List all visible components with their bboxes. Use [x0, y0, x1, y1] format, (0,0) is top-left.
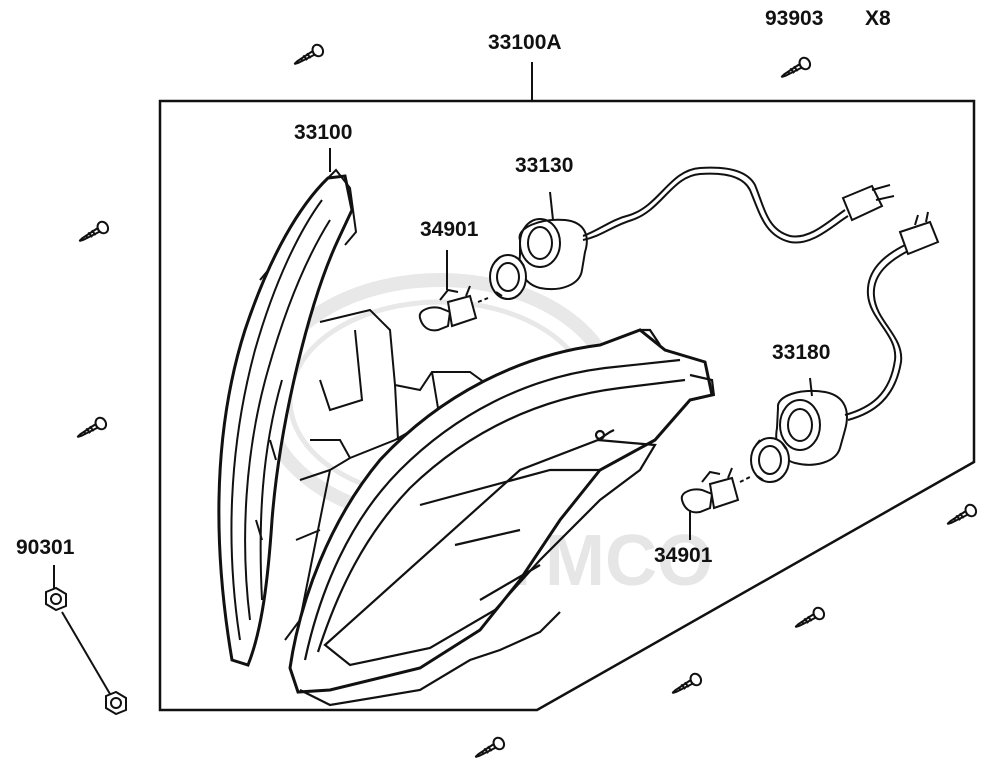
bulb-upper	[418, 250, 489, 332]
label-33180: 33180	[772, 341, 831, 364]
screw-93903	[946, 503, 978, 525]
retaining-ring-upper	[489, 254, 527, 300]
screw-93903	[293, 43, 325, 65]
headlight-reflector	[288, 328, 716, 707]
screw-93903	[671, 672, 703, 694]
screw-93903	[794, 606, 826, 628]
wire-33180	[844, 211, 940, 421]
label-93903: 93903	[765, 7, 824, 30]
headlight-lens-housing	[217, 168, 358, 667]
label-90301: 90301	[16, 536, 75, 559]
screw-93903	[76, 416, 108, 438]
socket-33180	[775, 377, 848, 466]
wire-33130	[582, 166, 895, 244]
label-34901-upper: 34901	[420, 218, 479, 241]
label-33100A: 33100A	[488, 31, 562, 54]
screw-93903	[78, 220, 110, 242]
nut-90301	[45, 565, 127, 716]
screw-93903	[780, 56, 812, 78]
label-33130: 33130	[515, 154, 574, 177]
bulb-lower	[680, 467, 753, 540]
retaining-ring-lower	[750, 437, 790, 483]
label-qty-x8: X8	[865, 7, 891, 30]
label-34901-lower: 34901	[654, 544, 713, 567]
screw-93903	[474, 736, 506, 758]
assembly-boundary	[158, 99, 976, 712]
socket-33130	[518, 191, 588, 290]
screw-group	[76, 43, 978, 758]
label-33100: 33100	[294, 121, 353, 144]
